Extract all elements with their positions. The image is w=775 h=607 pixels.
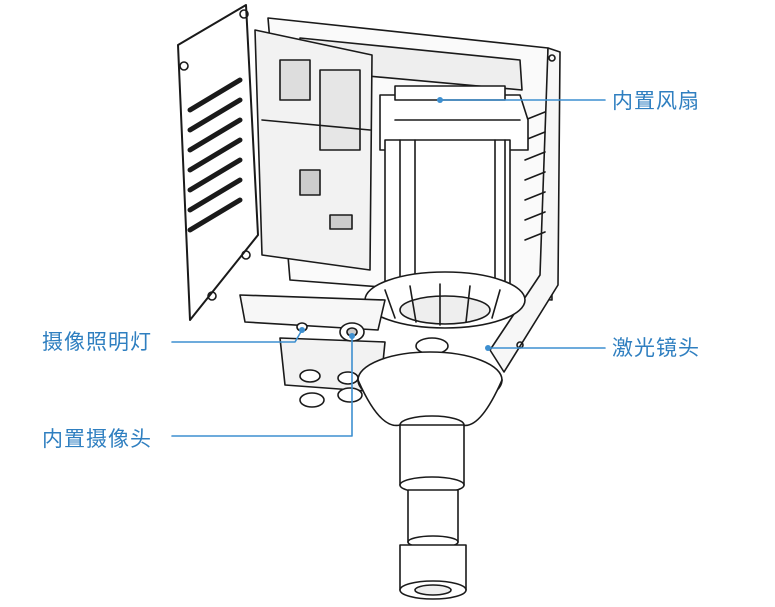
leader-line-camera xyxy=(171,335,353,437)
right-side-panel xyxy=(489,47,561,373)
leader-line-light xyxy=(171,329,303,343)
leader-dot-camera xyxy=(349,333,355,339)
label-laser-lens: 激光镜头 xyxy=(612,336,700,360)
left-door-panel xyxy=(177,4,259,321)
leader-dot-light xyxy=(299,327,305,333)
label-camera-light: 摄像照明灯 xyxy=(42,330,152,354)
heatsink xyxy=(364,139,526,329)
label-built-in-fan: 内置风扇 xyxy=(612,89,700,113)
circuit-board xyxy=(254,29,373,271)
label-built-in-camera: 内置摄像头 xyxy=(42,427,152,451)
leader-dot-laser xyxy=(485,345,491,351)
leader-dot-fan xyxy=(437,97,443,103)
lens-assembly xyxy=(357,351,503,600)
fan-housing xyxy=(379,85,529,151)
